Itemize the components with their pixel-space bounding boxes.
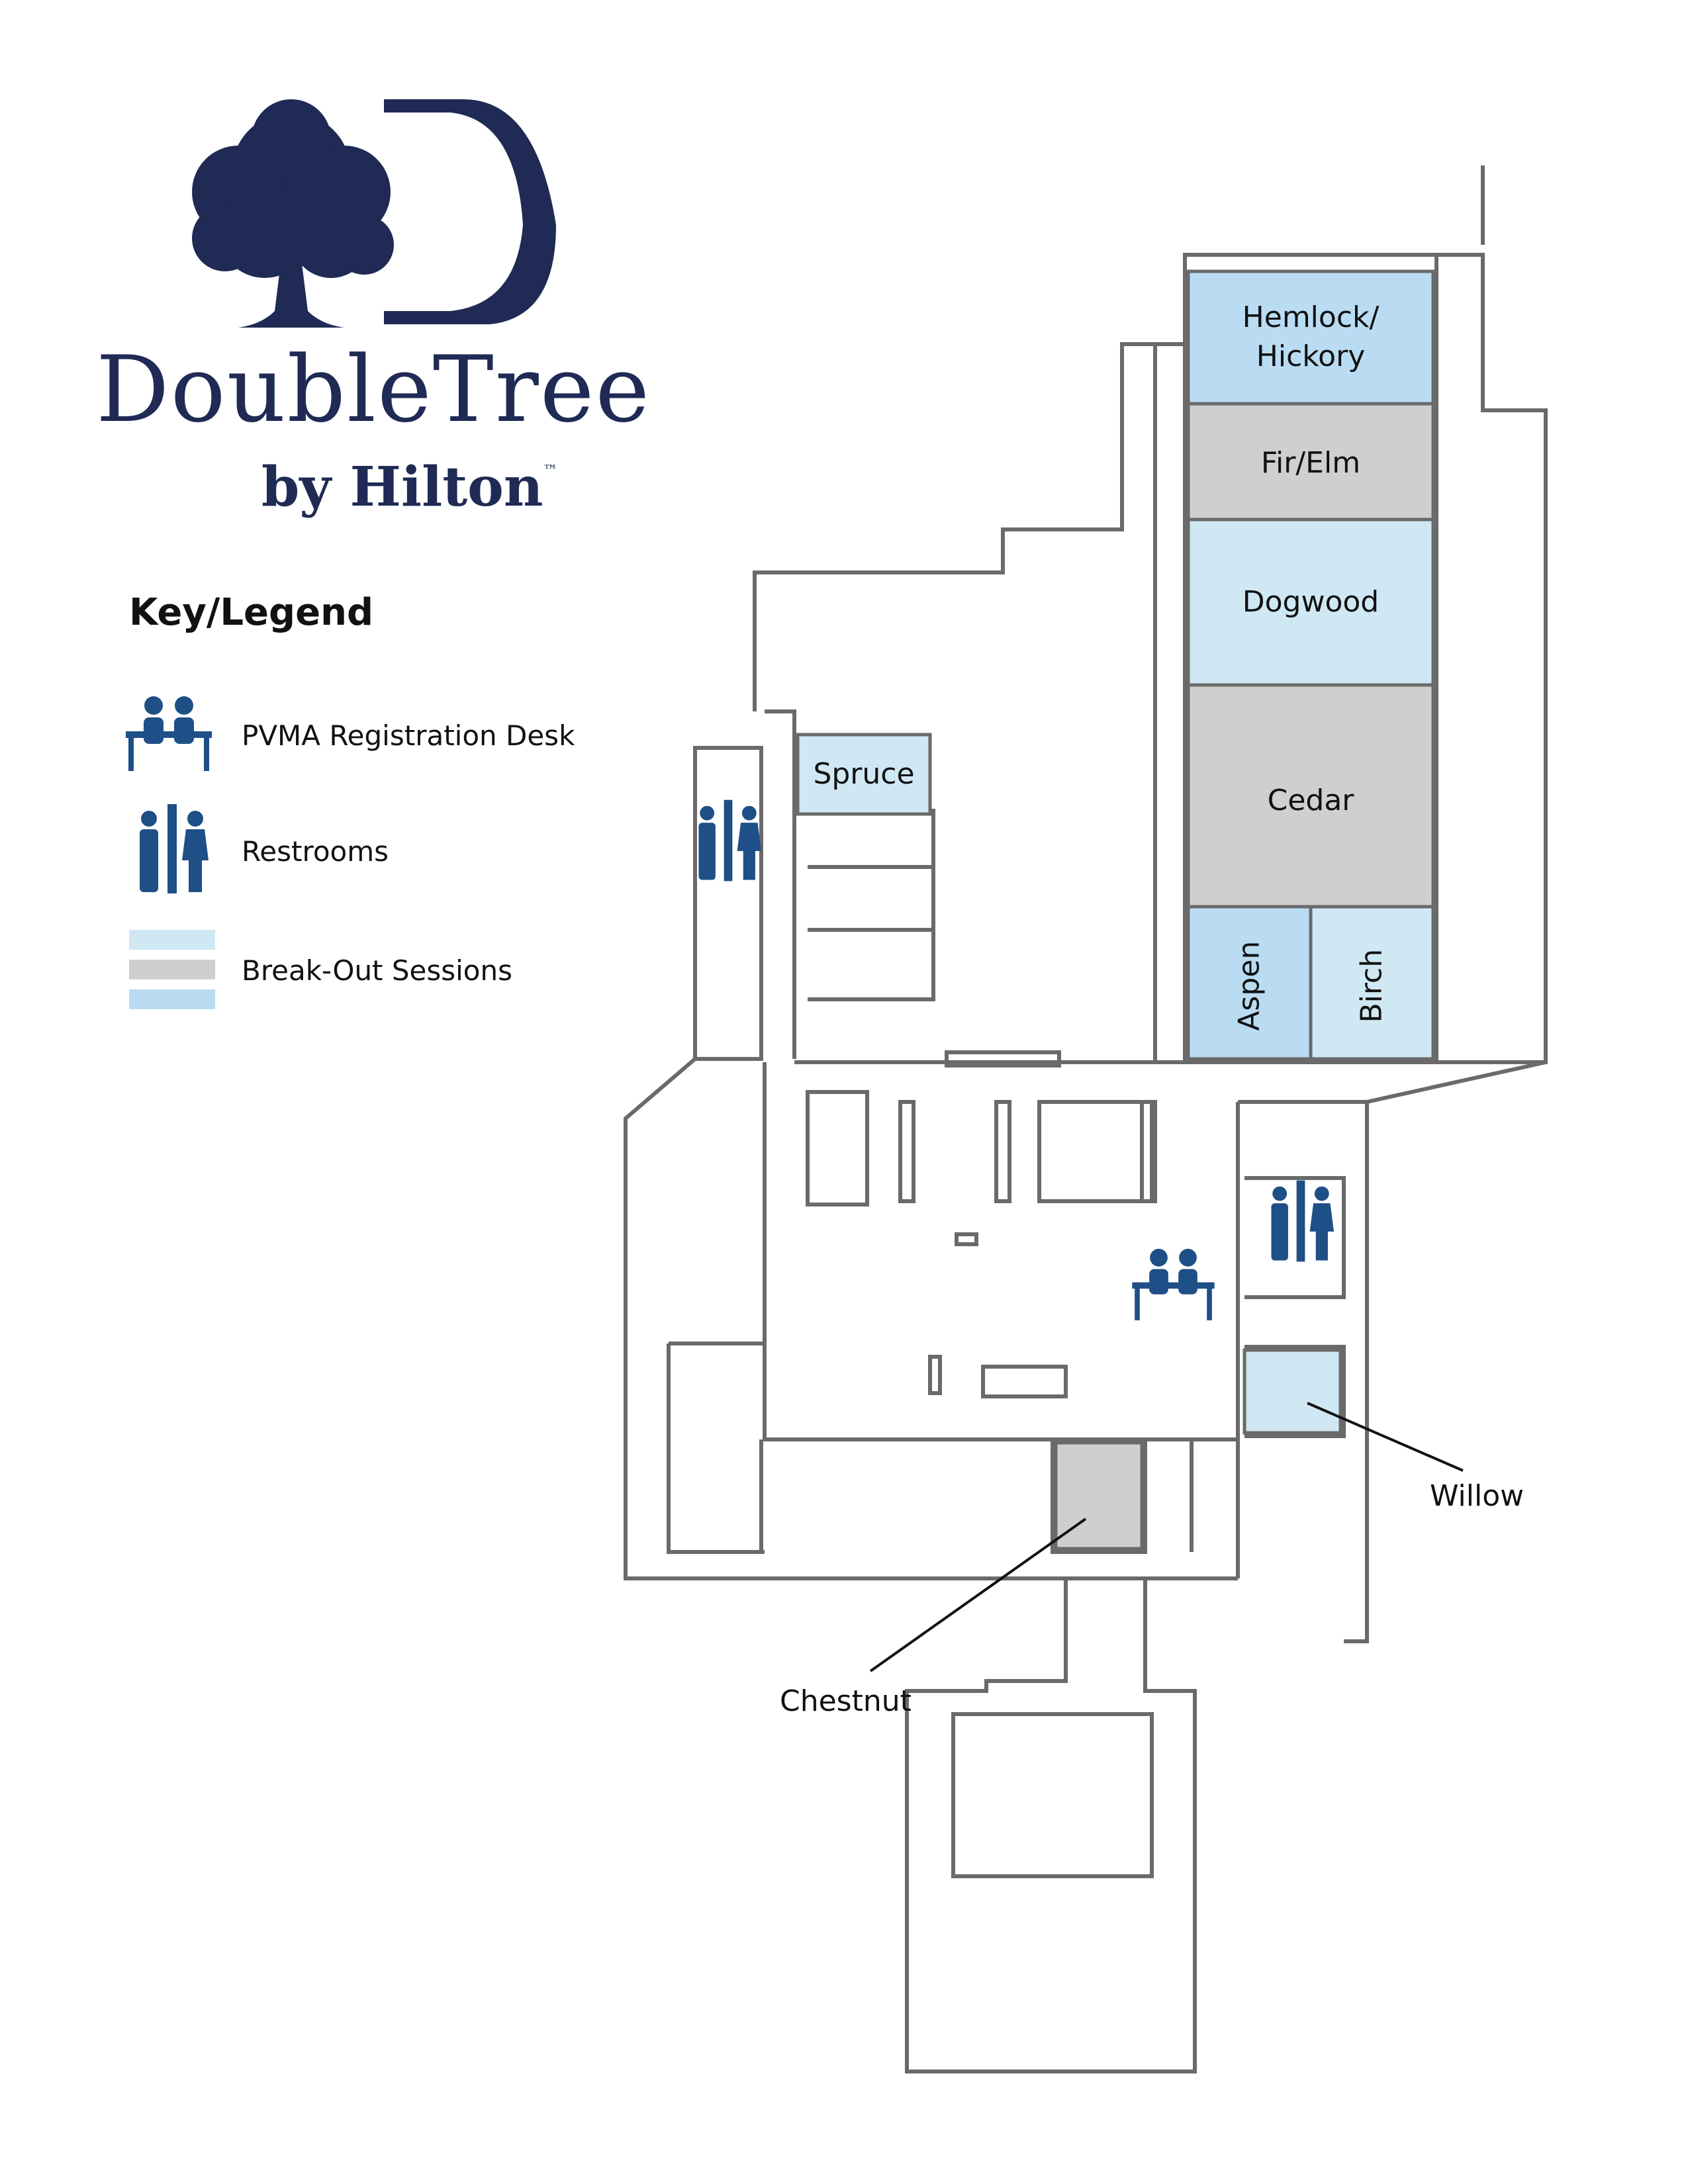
legend-label-breakout: Break-Out Sessions — [242, 954, 513, 987]
room-willow — [1243, 1348, 1342, 1435]
willow-callout-line — [1307, 1402, 1464, 1472]
label-willow: Willow — [1430, 1479, 1524, 1513]
restroom-icon — [1271, 1180, 1334, 1262]
brand-name: DoubleTree — [96, 336, 651, 443]
brand-subtitle: by Hilton™ — [261, 455, 558, 519]
label-fir-elm: Fir/Elm — [1260, 446, 1361, 480]
chestnut-callout-line — [869, 1518, 1087, 1672]
label-hemlock-hickory: Hemlock/ Hickory — [1242, 300, 1380, 374]
room-spruce — [796, 733, 932, 816]
trademark-mark: ™ — [543, 463, 558, 479]
legend-label-restrooms: Restrooms — [242, 835, 389, 868]
label-cedar: Cedar — [1267, 784, 1354, 817]
room-cedar — [1186, 683, 1435, 909]
room-fir-elm — [1186, 402, 1435, 522]
breakout-swatch — [129, 930, 215, 1009]
room-hemlock-hickory — [1186, 269, 1435, 406]
room-birch — [1309, 905, 1435, 1061]
legend-title: Key/Legend — [129, 591, 374, 634]
legend-label-registration: PVMA Registration Desk — [242, 719, 575, 752]
label-aspen: Aspen — [1232, 940, 1266, 1031]
restroom-icon — [140, 804, 209, 893]
label-dogwood: Dogwood — [1242, 585, 1380, 619]
label-chestnut: Chestnut — [780, 1684, 912, 1718]
registration-desk-icon — [126, 696, 212, 771]
room-chestnut — [1054, 1441, 1144, 1551]
room-aspen — [1186, 905, 1313, 1061]
restroom-icon — [698, 799, 761, 882]
room-dogwood — [1186, 518, 1435, 687]
doubletree-logo — [192, 99, 556, 328]
label-spruce: Spruce — [813, 757, 915, 791]
registration-desk-icon — [1132, 1248, 1215, 1320]
label-birch: Birch — [1354, 948, 1389, 1023]
